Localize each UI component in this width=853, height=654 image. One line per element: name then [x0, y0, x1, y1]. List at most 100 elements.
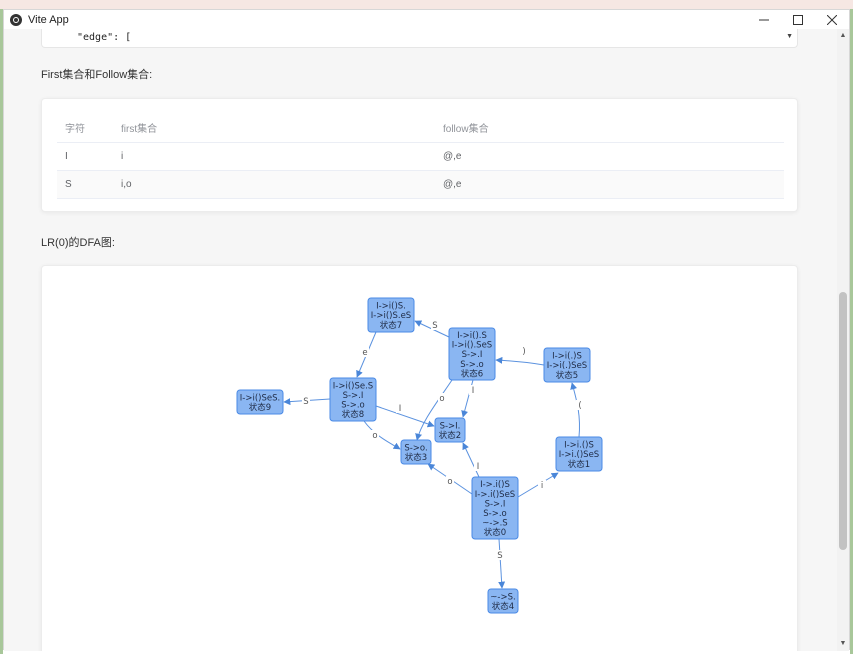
maximize-button[interactable] — [781, 10, 815, 29]
column-header-symbol[interactable]: 字符 — [57, 114, 113, 143]
dfa-edge[interactable]: S — [496, 538, 506, 589]
dfa-node-line: ~->.S — [482, 519, 507, 529]
chevron-down-icon[interactable]: ▼ — [786, 33, 793, 40]
cell-follow: @,e — [434, 142, 784, 171]
dfa-node-line: 状态7 — [380, 320, 402, 331]
dfa-node-line: I->i.()SeS — [559, 450, 599, 460]
dfa-node-line: 状态6 — [461, 368, 483, 379]
dfa-edge-line — [495, 356, 545, 366]
column-header-follow[interactable]: follow集合 — [434, 114, 784, 143]
page-content[interactable]: "edge": [ ▼ First集合和Follow集合: 字符 first集合… — [4, 29, 839, 651]
dfa-node-box — [400, 439, 432, 465]
table-row: I i @,e — [57, 142, 784, 171]
dfa-edge-label: o — [372, 431, 377, 441]
dfa-node-line: I->i(.)S — [552, 352, 582, 362]
dfa-edge[interactable]: ) — [495, 346, 545, 366]
dfa-edge[interactable]: o — [363, 420, 401, 450]
cell-symbol: S — [57, 170, 113, 199]
dfa-node-line: S->.o — [341, 401, 365, 411]
dfa-edge-label-bg — [474, 461, 482, 471]
dfa-node-line: S->I. — [440, 421, 461, 431]
dfa-edge[interactable]: o — [427, 463, 473, 495]
dfa-node-line: S->.I — [343, 391, 364, 401]
dfa-edge-label-bg — [538, 480, 546, 490]
dfa-edge-line — [415, 379, 453, 441]
dfa-node[interactable]: S->o.状态3 — [400, 439, 432, 465]
dfa-edge-label: o — [447, 477, 452, 487]
dfa-node[interactable]: S->I.状态2 — [434, 417, 466, 443]
scroll-thumb[interactable] — [839, 292, 847, 550]
app-window: Vite App "edge": [ ▼ First集合和Follow集合: 字… — [3, 9, 850, 651]
dfa-node-line: 状态1 — [568, 459, 590, 470]
dfa-node-line: I->i()SeS. — [240, 393, 280, 403]
scroll-down-icon[interactable]: ▼ — [839, 640, 847, 647]
dfa-node[interactable]: I->i()SeS.状态9 — [236, 389, 284, 415]
dfa-edge-label: S — [497, 551, 502, 561]
json-code-box[interactable]: "edge": [ ▼ — [41, 29, 798, 48]
dfa-node-line: 状态2 — [439, 430, 461, 441]
dfa-node-line: 状态3 — [405, 452, 427, 463]
dfa-edge-line — [363, 420, 401, 450]
window-title: Vite App — [28, 13, 69, 26]
dfa-edge[interactable]: I — [461, 379, 477, 418]
dfa-node-box — [487, 588, 519, 614]
desktop-edge-right — [850, 9, 853, 654]
minimize-icon — [759, 19, 769, 20]
cell-first: i — [113, 142, 434, 171]
dfa-node-line: I->i(.)SeS — [547, 361, 587, 371]
dfa-node-line: I->.i()S — [480, 480, 510, 490]
dfa-edge-label-bg — [438, 393, 446, 403]
close-button[interactable] — [815, 10, 849, 29]
column-header-first[interactable]: first集合 — [113, 114, 434, 143]
dfa-node-line: ~->S. — [490, 592, 515, 602]
dfa-node-box — [236, 389, 284, 415]
minimize-button[interactable] — [747, 10, 781, 29]
app-logo-icon — [10, 13, 22, 26]
dfa-edge[interactable]: S — [414, 320, 450, 338]
dfa-node[interactable]: ~->S.状态4 — [487, 588, 519, 614]
dfa-edge-label: o — [439, 394, 444, 404]
dfa-edge-label: ( — [578, 401, 581, 411]
dfa-node-line: S->o. — [404, 443, 427, 453]
dfa-edge-label-bg — [371, 430, 379, 440]
dfa-edge[interactable]: ( — [570, 382, 584, 438]
dfa-edge[interactable]: S — [283, 396, 331, 407]
sets-section-title: First集合和Follow集合: — [41, 69, 153, 81]
dfa-edge-line — [375, 405, 435, 428]
dfa-edge-label: I — [399, 404, 402, 414]
scroll-up-icon[interactable]: ▲ — [839, 32, 847, 39]
dfa-edge-label-bg — [520, 346, 528, 356]
title-bar[interactable]: Vite App — [4, 10, 849, 29]
dfa-edge-line — [462, 442, 480, 478]
cell-symbol: I — [57, 142, 113, 171]
dfa-edge-label-bg — [396, 403, 404, 413]
dfa-node-line: I->i()S.eS — [371, 311, 411, 321]
dfa-edge-label: i — [541, 481, 543, 491]
dfa-edge[interactable]: i — [517, 472, 559, 498]
dfa-edge[interactable]: I — [375, 403, 435, 428]
cell-first: i,o — [113, 170, 434, 199]
dfa-edge[interactable]: e — [356, 331, 377, 378]
dfa-node-line: S->.I — [462, 350, 483, 360]
dfa-edge[interactable]: o — [415, 379, 453, 441]
code-line: "edge": [ — [77, 32, 132, 43]
dfa-node-line: I->i.()S — [564, 441, 594, 451]
dfa-node-line: I->.i()SeS — [475, 490, 515, 500]
dfa-edge-label: I — [477, 462, 480, 472]
close-icon — [827, 14, 837, 25]
dfa-node-line: S->.o — [483, 509, 507, 519]
dfa-node-box — [471, 476, 519, 540]
dfa-node-line: I->i()S. — [376, 302, 406, 312]
vertical-scrollbar[interactable]: ▲ ▼ — [837, 29, 849, 651]
dfa-edge-label: S — [432, 321, 437, 331]
dfa-edge[interactable]: I — [462, 442, 482, 478]
window-controls — [747, 10, 849, 29]
